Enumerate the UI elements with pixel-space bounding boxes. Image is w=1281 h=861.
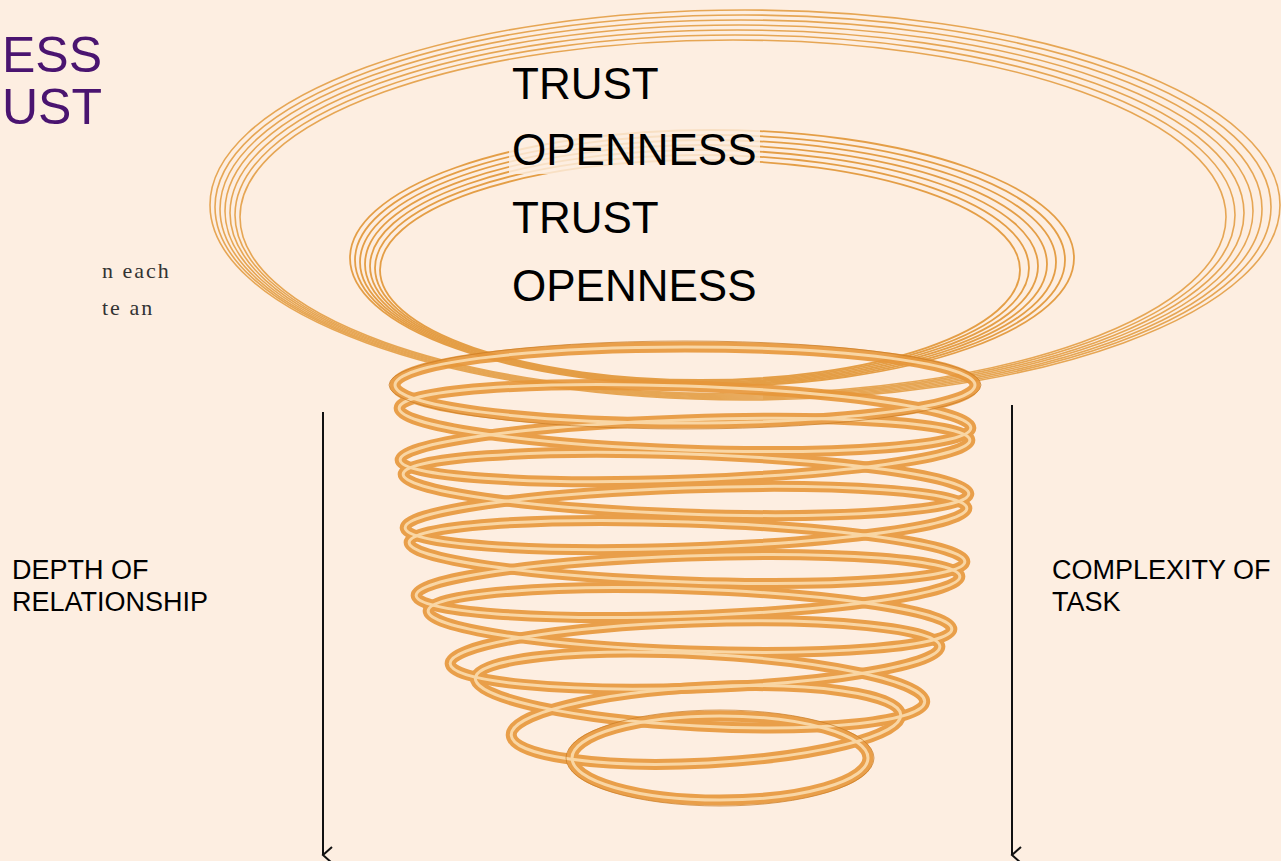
ring-word: TRUST — [509, 194, 662, 242]
funnel-rings — [389, 341, 981, 806]
ring-highlight — [399, 410, 971, 490]
axis-label: COMPLEXITY OF TASK — [1052, 554, 1276, 619]
swirl-ring — [235, 35, 1235, 395]
ring-word: OPENNESS — [509, 126, 760, 174]
swirl-ring — [230, 30, 1244, 396]
ring-highlight — [398, 376, 972, 460]
complexity-arrow — [1011, 405, 1013, 855]
ring-highlight — [402, 444, 970, 524]
ring-highlight — [509, 677, 902, 773]
ring-edge — [566, 710, 874, 806]
axis-label: DEPTH OF RELATIONSHIP — [12, 554, 267, 619]
ring-edge — [389, 341, 981, 429]
ring-highlight — [572, 716, 868, 800]
heading-fragment: UST — [2, 80, 102, 135]
body-fragment: te an — [102, 296, 154, 320]
ring-word: OPENNESS — [509, 262, 760, 310]
ring-highlight — [415, 547, 961, 626]
body-fragment: n each — [102, 259, 171, 283]
heading-fragment: ESS — [2, 28, 102, 83]
ring-highlight — [408, 512, 966, 591]
ring-word: TRUST — [509, 60, 662, 108]
ring-highlight — [427, 580, 953, 660]
swirl-ring — [240, 40, 1226, 394]
depth-arrow — [322, 412, 324, 855]
ring-highlight — [404, 478, 968, 558]
funnel-ring — [572, 716, 868, 800]
ring-highlight — [473, 642, 926, 737]
